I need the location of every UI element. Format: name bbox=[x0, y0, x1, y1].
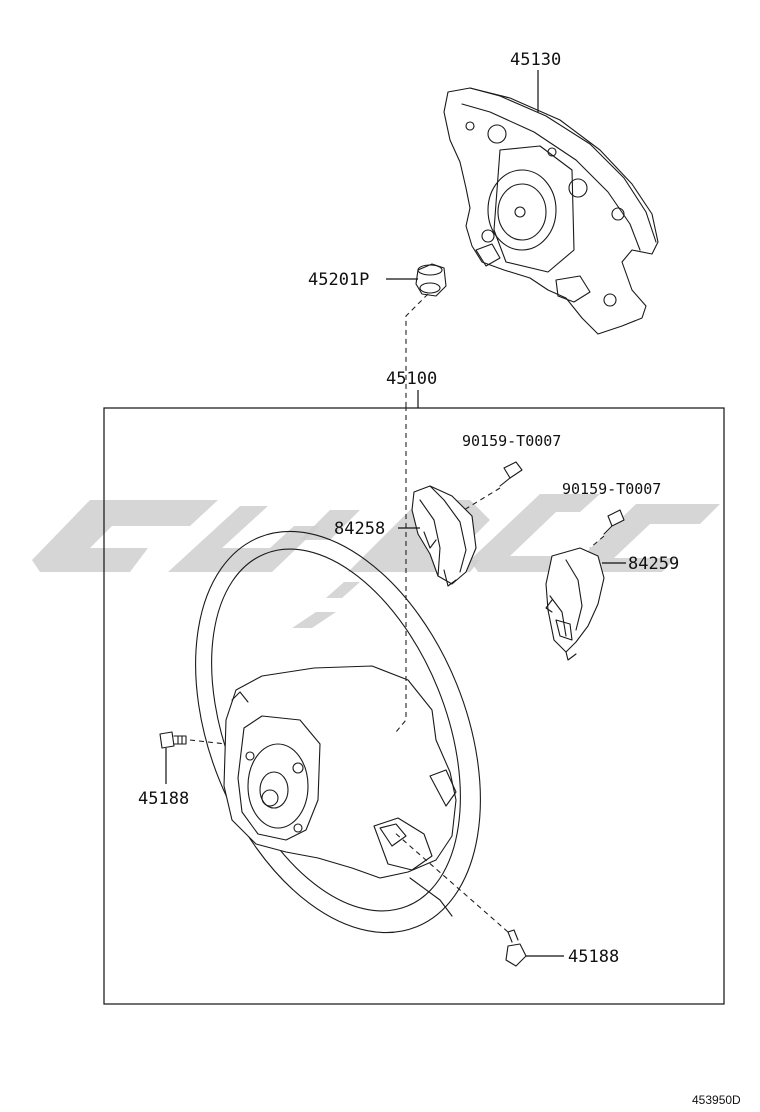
assembly-frame bbox=[103, 407, 725, 1005]
label-airbag: 45130 bbox=[510, 50, 561, 70]
label-switch-right: 84259 bbox=[628, 554, 679, 574]
switch-left bbox=[398, 485, 477, 587]
label-screw-left: 90159-T0007 bbox=[462, 432, 561, 450]
screw-left bbox=[453, 461, 523, 517]
switch-right bbox=[545, 547, 626, 661]
label-wheel-assy: 45100 bbox=[386, 369, 437, 389]
bolt-left bbox=[159, 731, 227, 784]
label-screw-right: 90159-T0007 bbox=[562, 480, 661, 498]
nut bbox=[386, 263, 447, 406]
label-switch-left: 84258 bbox=[334, 519, 385, 539]
label-nut: 45201P bbox=[308, 270, 369, 290]
screw-right bbox=[589, 509, 625, 549]
steering-wheel bbox=[195, 530, 481, 934]
label-bolt-left: 45188 bbox=[138, 789, 189, 809]
bolt-right bbox=[393, 831, 564, 967]
diagram-code: 453950D bbox=[692, 1093, 741, 1107]
airbag-module bbox=[443, 70, 659, 335]
label-bolt-right: 45188 bbox=[568, 947, 619, 967]
